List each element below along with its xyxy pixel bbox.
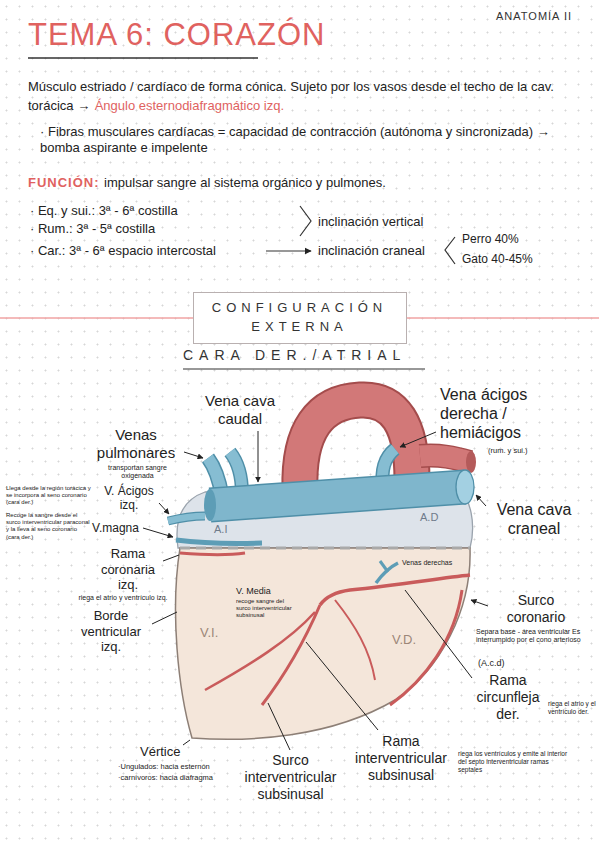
marginal-artery (390, 590, 462, 705)
left-coronary-artery (180, 553, 245, 555)
note-text: inclinación vertical (318, 214, 424, 230)
paragraph: FUNCIÓN: impulsar sangre al sistema orgán… (28, 174, 580, 193)
note-text: riega el atrio y el ventrículo der. (548, 700, 596, 716)
azygos-outline (168, 516, 205, 521)
part-label: Vena cava caudal (195, 392, 285, 428)
note-text: ·Ungulados: hacia esternón (118, 762, 210, 771)
part-label: Surco coronario (490, 592, 582, 626)
leader-line (143, 528, 173, 537)
subtitle-underline (183, 368, 425, 369)
artery-branch (335, 600, 375, 680)
region-label: V.D. (392, 632, 416, 648)
brachiocephalic-outline (420, 455, 470, 462)
note-text: Llega desde la región torácica y se inco… (6, 485, 96, 507)
part-label: Rama circunfleja der. (470, 672, 546, 722)
part-label: Vena ácigos derecha / hemiácigos (440, 385, 552, 443)
description-text: impulsar sangre al sistema orgánico y pu… (104, 175, 386, 190)
leader-line (268, 703, 290, 750)
region-label: A.D (420, 511, 438, 524)
part-label: Surco interventricular subsinusal (238, 752, 343, 802)
right-cardiac-vein (380, 561, 388, 572)
vessel-opening (466, 451, 476, 473)
leader-line (476, 495, 486, 506)
leader-line (152, 612, 177, 624)
vessel-opening (204, 489, 216, 521)
leader-line (184, 452, 203, 458)
part-label: Vértice (140, 744, 180, 760)
title-underline (28, 57, 258, 59)
artery-branch (205, 612, 315, 690)
left-azygos-vein (168, 516, 205, 521)
part-label: Venas pulmonares (90, 426, 182, 462)
bullet-text: · Eq. y sui.: 3ª - 6ª costilla (30, 203, 178, 219)
leader-line (163, 555, 179, 561)
region-label: A.I (214, 523, 227, 536)
part-label: Rama interventricular subsinusal (346, 733, 456, 783)
paragraph: Músculo estriado / cardíaco de forma cón… (28, 78, 580, 116)
subsinuosal-interventricular-artery (262, 605, 320, 705)
section-heading: CONFIGURACIÓN EXTERNA (202, 299, 398, 337)
section-label: FUNCIÓN: (28, 175, 100, 190)
bullet-text: · Rum.: 3ª - 5ª costilla (30, 221, 155, 237)
vena-cava (210, 487, 465, 505)
bracket (445, 237, 455, 264)
right-circumflex-artery (320, 575, 470, 605)
subsection-heading: CARA DER./ATRIAL (183, 347, 406, 364)
leader-line (400, 432, 436, 447)
part-label: V.magna (92, 521, 139, 535)
note-text: ·carnívoros: hacia diafragma (118, 773, 213, 782)
note-text: Gato 40-45% (462, 252, 533, 266)
leader-line (306, 642, 378, 730)
region-label: V.I. (200, 625, 218, 641)
leader-line (159, 503, 169, 514)
part-label: Rama coronaria izq. (95, 546, 161, 593)
vena-cava-outline (210, 487, 465, 505)
part-label: V. Media (236, 586, 271, 597)
note-text: (rum. y sui.) (488, 446, 528, 455)
part-label: Borde ventricular izq. (72, 608, 150, 655)
brachiocephalic-trunk (420, 455, 470, 462)
note-text: transportan sangre oxigenada (95, 464, 180, 481)
note-text: Recoge la sangre desde el surco interven… (6, 512, 90, 541)
note-text: riega los ventrículos y emite al interio… (458, 750, 570, 773)
page-title: TEMA 6: CORAZÓN (28, 16, 325, 53)
leader-line (471, 600, 488, 606)
bullet-text: · Fibras musculares cardíacas = capacida… (40, 124, 588, 155)
part-label: Venas derechas (402, 559, 458, 567)
section-box: CONFIGURACIÓN EXTERNA (193, 292, 407, 344)
coronary-groove (180, 547, 470, 550)
note-text: recoge sangre del surco interventricular… (236, 598, 300, 620)
note-text: inclinación craneal (318, 243, 425, 259)
part-label: V. Ácigos izq. (100, 484, 158, 513)
leader-line (258, 431, 259, 482)
vessel-opening (456, 470, 474, 504)
bracket (300, 206, 311, 236)
great-cardiac-vein (176, 540, 262, 543)
subject-label: ANATOMÍA II (496, 10, 572, 23)
bullet-text: · Car.: 3ª - 6ª espacio intercostal (30, 243, 216, 259)
leader-line (183, 740, 190, 745)
note-text: riega el atrio y ventrículo izq. (58, 594, 188, 602)
right-cardiac-vein (376, 563, 398, 583)
ventricles (176, 548, 471, 739)
atria (177, 480, 473, 548)
note-text: (A.c.d) (478, 658, 505, 669)
note-text: Separa base - área ventricular Es interr… (476, 628, 594, 645)
note-text: Perro 40% (462, 232, 519, 246)
highlight-text: Ángulo esternodiafragmático izq. (95, 98, 284, 113)
part-label: Vena cava craneal (483, 500, 585, 538)
arrow (266, 250, 311, 251)
